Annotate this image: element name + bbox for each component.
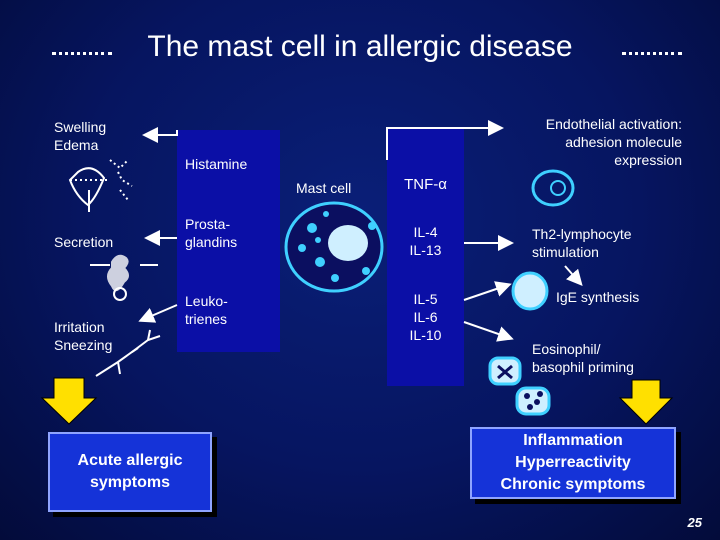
mast-cell-icon xyxy=(284,201,384,293)
eosinophil-icon xyxy=(488,356,522,386)
lymphocyte-icon xyxy=(511,271,549,311)
ige-arrow xyxy=(463,281,512,301)
mast-cell-label: Mast cell xyxy=(296,180,352,196)
il5-il6-il10-label: IL-5 IL-6 IL-10 xyxy=(409,291,442,343)
eosinophil-priming-label: Eosinophil/ basophil priming xyxy=(532,341,634,375)
chronic-down-arrow xyxy=(618,379,674,425)
chronic-symptoms-box: Inflammation Hyperreactivity Chronic sym… xyxy=(470,427,676,499)
mediator-column-left xyxy=(177,130,280,352)
tnf-label: TNF-α xyxy=(404,176,447,193)
mediator-column-right xyxy=(387,128,464,386)
eosinophil-arrow xyxy=(463,321,514,342)
acute-symptoms-box: Acute allergic symptoms xyxy=(48,432,212,512)
endothelial-activation-label: Endothelial activation: adhesion molecul… xyxy=(545,116,682,168)
leukotrienes-label: Leuko- trienes xyxy=(185,293,228,327)
histamine-label: Histamine xyxy=(185,156,248,172)
title-dots-right xyxy=(622,52,682,55)
irritation-sneezing-label: Irritation Sneezing xyxy=(54,319,113,353)
histamine-arrow xyxy=(142,127,178,143)
swelling-edema-label: Swelling Edema xyxy=(54,119,107,153)
tnf-arrow xyxy=(386,120,504,160)
il4-il13-label: IL-4 IL-13 xyxy=(409,224,442,258)
th2-to-ige-arrow xyxy=(564,265,583,286)
nerve-icon xyxy=(95,329,161,377)
basophil-icon xyxy=(515,386,551,416)
secretion-label: Secretion xyxy=(54,234,114,250)
acute-down-arrow xyxy=(40,377,98,425)
title-dots-left xyxy=(52,52,112,55)
ige-synthesis-label: IgE synthesis xyxy=(556,289,640,305)
th2-stimulation-label: Th2-lymphocyte stimulation xyxy=(532,226,632,260)
page-title: The mast cell in allergic disease xyxy=(147,30,573,63)
endothelial-cell-icon xyxy=(531,169,575,207)
gland-icon xyxy=(90,254,158,301)
page-number: 25 xyxy=(687,515,702,530)
vessel-icon xyxy=(68,159,133,212)
prostaglandins-label: Prosta- glandins xyxy=(185,216,238,250)
irritation-arrow xyxy=(138,304,178,323)
